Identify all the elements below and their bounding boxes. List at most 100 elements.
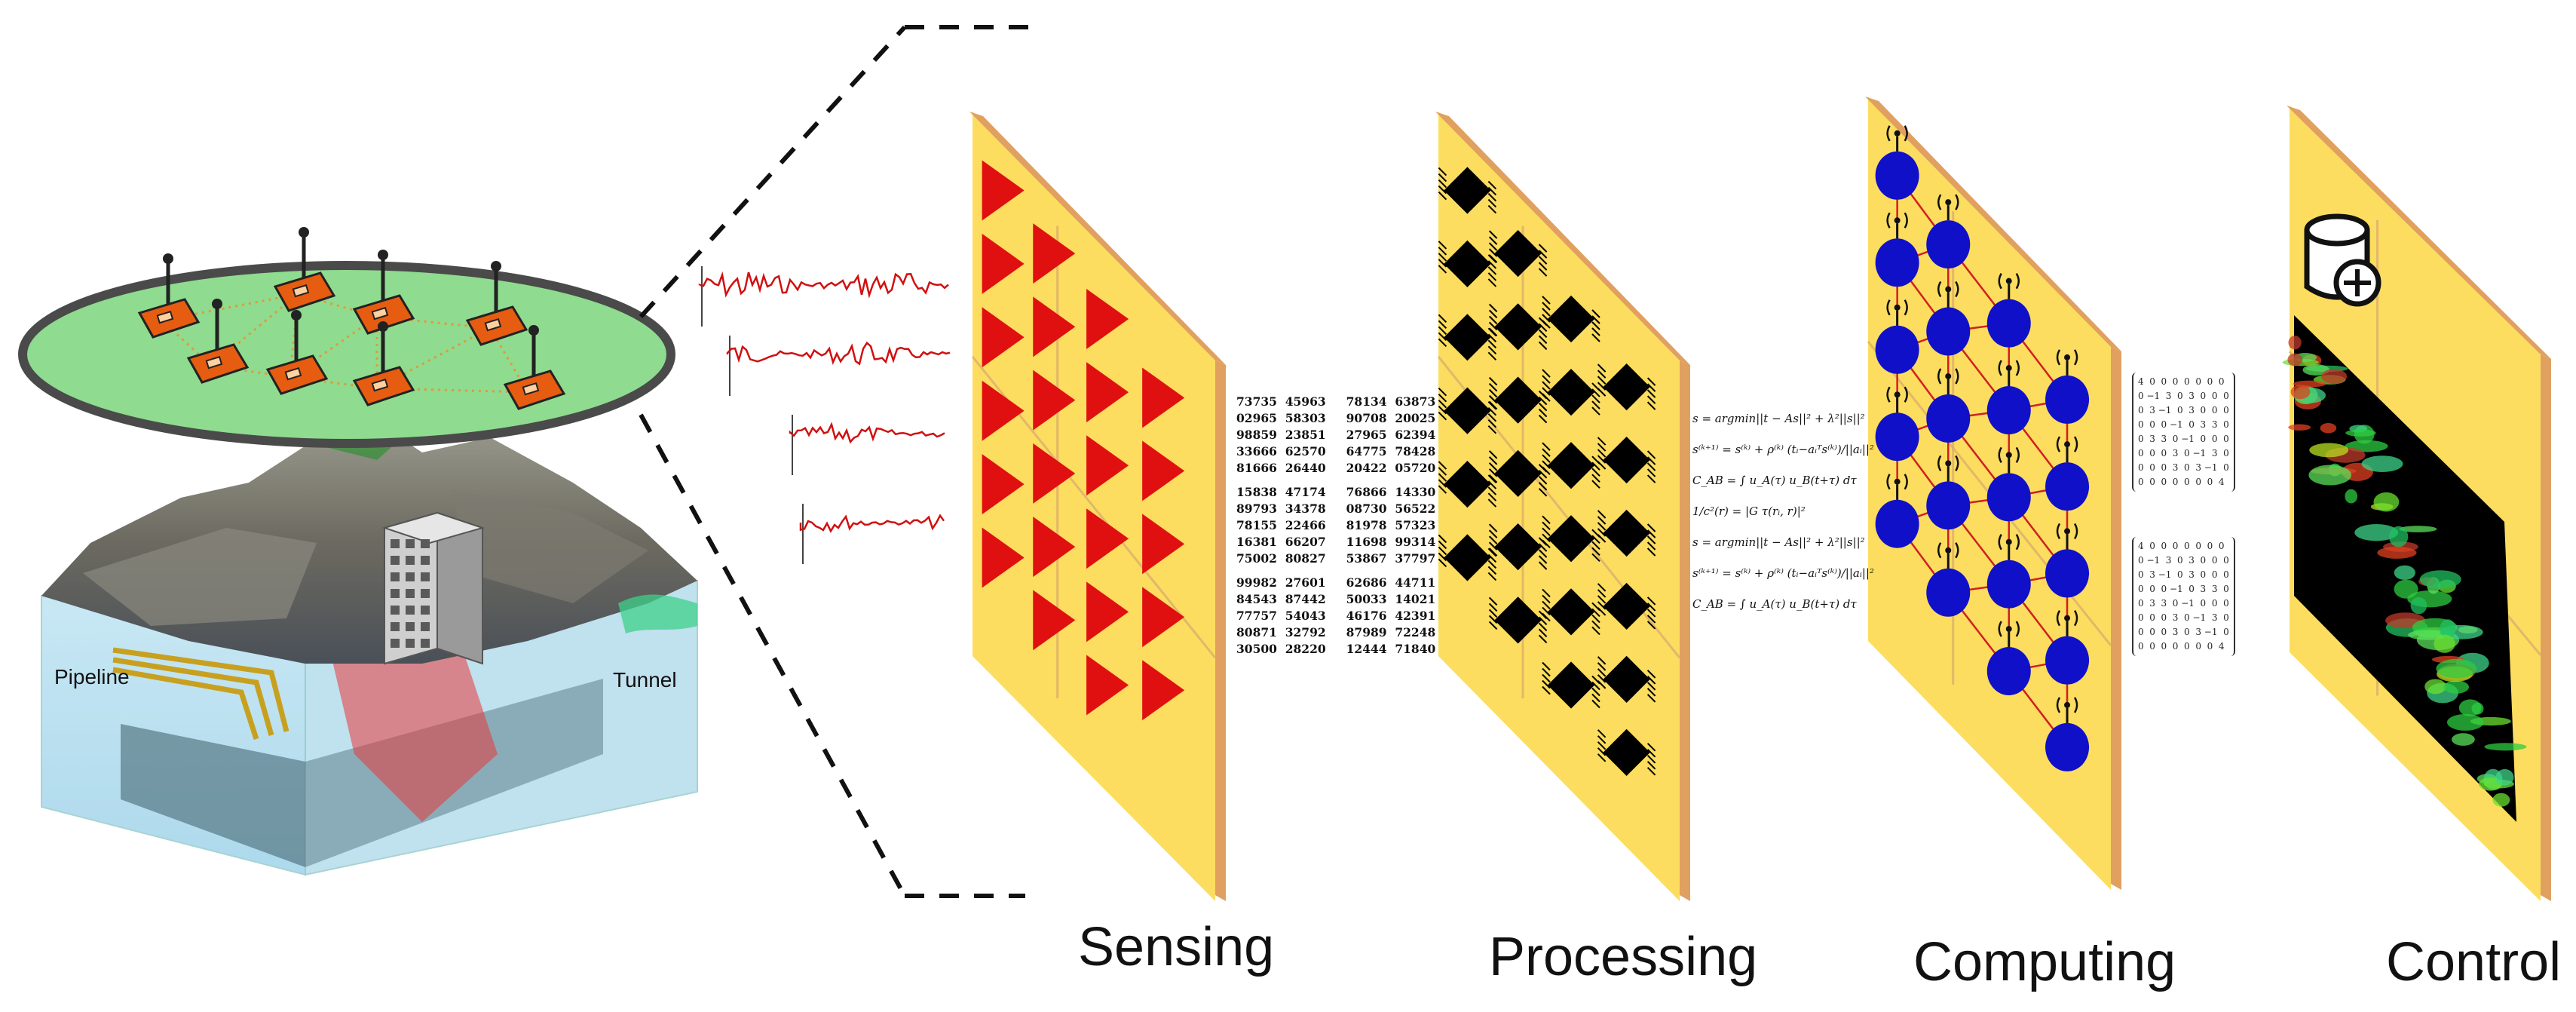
image-blob xyxy=(2484,743,2527,751)
compute-node xyxy=(2045,697,2090,771)
seismic-sensor xyxy=(137,253,201,339)
sensor-triangle xyxy=(1033,517,1076,578)
image-blob xyxy=(2492,793,2510,807)
sensor-triangle xyxy=(1033,443,1076,504)
wireless-icon xyxy=(1998,621,2020,637)
compute-node xyxy=(1926,542,1971,617)
waveform-trace xyxy=(698,271,949,299)
image-blob xyxy=(2288,424,2311,431)
pipeline xyxy=(112,647,289,741)
building-window xyxy=(406,589,415,598)
building-window xyxy=(406,606,415,615)
wireless-icon xyxy=(1886,299,1908,316)
sensor-triangle xyxy=(1033,590,1076,651)
image-blob xyxy=(2399,526,2437,532)
seismic-sensor xyxy=(503,325,566,410)
sensing-panel xyxy=(969,112,1226,901)
image-blob xyxy=(2290,385,2311,400)
sensor-triangle xyxy=(982,307,1025,368)
wireless-icon xyxy=(1998,360,2020,376)
wireless-icon xyxy=(2056,523,2078,540)
wireless-icon xyxy=(1937,542,1959,559)
adjacency-matrix-2: 4 0 0 0 0 0 0 0 0 −1 3 0 3 0 0 0 0 3 −1 … xyxy=(2132,537,2235,656)
wireless-icon xyxy=(2056,349,2078,366)
image-blob xyxy=(2440,619,2456,639)
building-window xyxy=(406,639,415,648)
building-window xyxy=(421,639,430,648)
sensor-triangle xyxy=(982,454,1025,515)
panel-side-edge xyxy=(1680,360,1690,901)
chip-icon xyxy=(1597,436,1656,484)
building-window xyxy=(406,622,415,631)
image-blob xyxy=(2471,702,2484,715)
formula-6: s⁽ᵏ⁺¹⁾ = s⁽ᵏ⁾ + ρ⁽ᵏ⁾ (tᵢ−aᵢᵀs⁽ᵏ⁾)/||aᵢ||… xyxy=(1692,566,1873,580)
formula-1: s = argmin||t − As||² + λ²||s||² xyxy=(1692,412,1865,425)
image-blob xyxy=(2308,465,2351,486)
sensor-triangle xyxy=(1033,370,1076,431)
wireless-icon xyxy=(1998,534,2020,550)
compute-node xyxy=(1926,194,1971,269)
waveform-trace xyxy=(799,514,945,533)
seismic-sensor xyxy=(352,321,415,406)
data-matrix-block-3: 99982 27601 62686 44711 84543 87442 5003… xyxy=(1236,575,1436,656)
sensor-triangle xyxy=(1033,223,1076,284)
building-window xyxy=(421,606,430,615)
sensor-triangle xyxy=(1142,367,1185,428)
compute-node xyxy=(1875,474,1919,548)
formula-list: s = argmin||t − As||² + λ²||s||² s⁽ᵏ⁺¹⁾ … xyxy=(1692,403,1873,620)
panel-side-edge xyxy=(1215,360,1226,901)
building-window xyxy=(406,539,415,548)
sensor-triangle xyxy=(982,527,1025,588)
building-window xyxy=(391,556,400,565)
stage-label-processing: Processing xyxy=(1489,927,1758,987)
sensor-triangle xyxy=(1142,514,1185,575)
chip-icon xyxy=(1597,509,1656,557)
image-blob xyxy=(2434,634,2455,653)
image-blob xyxy=(2410,596,2427,615)
tunnel xyxy=(618,594,697,633)
image-blob xyxy=(2436,658,2477,679)
tunnel-label: Tunnel xyxy=(613,668,677,692)
wireless-icon xyxy=(1886,125,1908,142)
sensor-triangle xyxy=(1086,655,1129,716)
sensor-triangle xyxy=(1033,296,1076,357)
image-blob xyxy=(2388,526,2409,547)
compute-node xyxy=(1926,455,1971,530)
image-blob xyxy=(2354,524,2399,541)
building-window xyxy=(406,556,415,565)
building-window xyxy=(421,539,430,548)
building-window xyxy=(391,539,400,548)
data-matrix-block-2: 15838 47174 76866 14330 89793 34378 0873… xyxy=(1236,485,1436,566)
formula-2: s⁽ᵏ⁺¹⁾ = s⁽ᵏ⁾ + ρ⁽ᵏ⁾ (tᵢ−aᵢᵀs⁽ᵏ⁾)/||aᵢ||… xyxy=(1692,443,1873,456)
chip-icon xyxy=(1542,515,1600,563)
seismic-sensor xyxy=(186,299,250,384)
red-anomaly-zone xyxy=(324,618,498,822)
stage-label-control: Control xyxy=(2386,932,2562,992)
wireless-icon xyxy=(1886,474,1908,490)
image-blob xyxy=(2424,679,2446,695)
image-blob xyxy=(2361,455,2403,472)
processing-panel xyxy=(1435,112,1690,901)
compute-node xyxy=(1926,368,1971,443)
building-window xyxy=(421,589,430,598)
compute-node xyxy=(1875,386,1919,462)
image-blob xyxy=(2495,768,2514,786)
sensor-triangle xyxy=(982,233,1025,294)
compute-node xyxy=(1926,281,1971,356)
sensor-link xyxy=(376,387,528,394)
image-blob xyxy=(2345,489,2357,504)
sensor-triangle xyxy=(982,160,1025,221)
building-window xyxy=(406,572,415,581)
compute-node xyxy=(2045,523,2090,598)
wireless-icon xyxy=(1998,446,2020,463)
image-blob xyxy=(2309,443,2349,458)
image-blob xyxy=(2320,423,2337,434)
zoom-lines xyxy=(639,25,1037,898)
sensor-network-ring xyxy=(18,227,675,448)
building-window xyxy=(391,639,400,648)
sensor-link xyxy=(210,293,299,367)
wireless-icon xyxy=(1886,212,1908,228)
image-blob xyxy=(2373,492,2400,512)
panel-side-edge xyxy=(2111,347,2121,890)
